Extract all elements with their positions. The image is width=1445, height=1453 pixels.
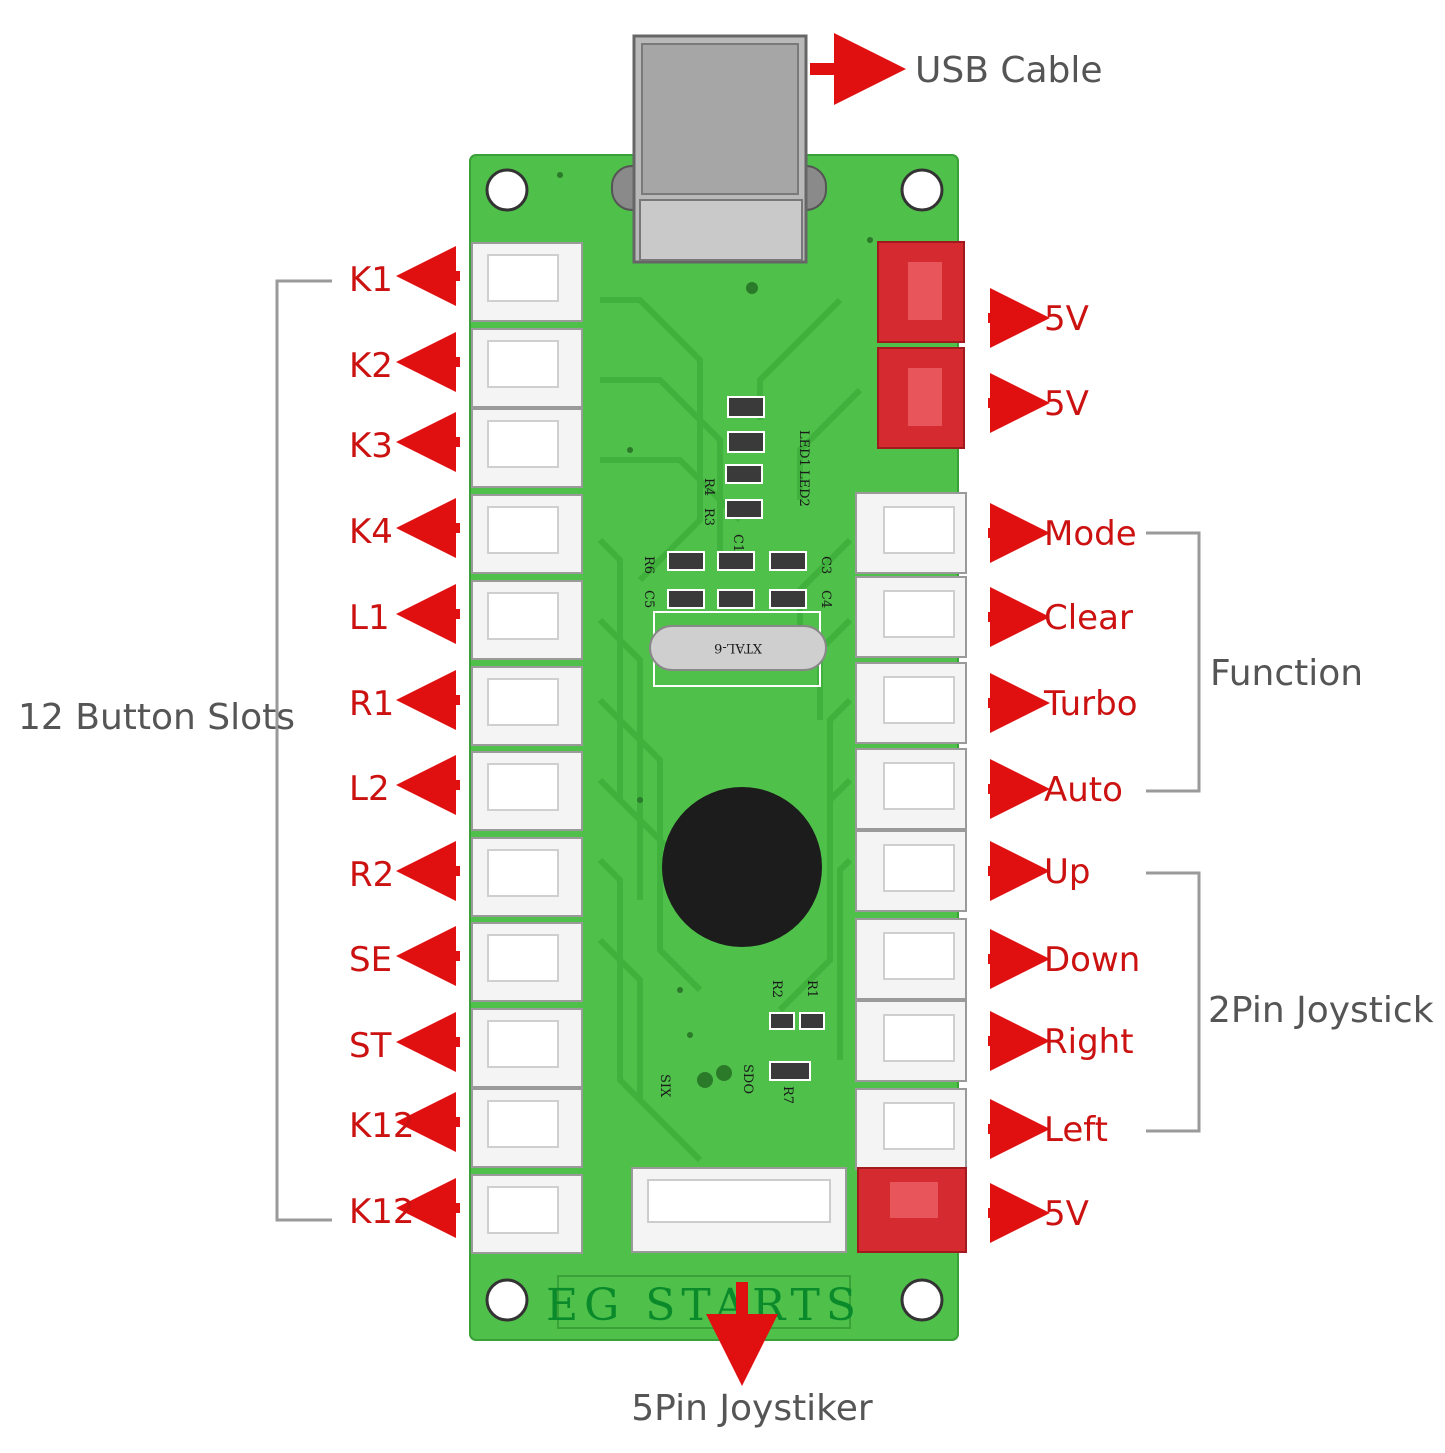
crystal-label: XTAL-6 (714, 640, 762, 655)
function-connector (855, 918, 967, 1000)
port-label-st: ST (349, 1026, 392, 1066)
button-slot-connector (471, 580, 583, 660)
mount-hole-icon (485, 168, 529, 212)
silk-c5: C5 (641, 590, 656, 608)
function-connector (855, 1088, 967, 1170)
port-label-k2: K2 (349, 346, 393, 386)
button-slot-connector (471, 242, 583, 322)
power-label-5v-bottom: 5V (1044, 1194, 1089, 1234)
silk-r3: R3 (701, 508, 716, 526)
silk-led2: LED2 (796, 470, 811, 507)
five-pin-label: 5Pin Joystiker (631, 1388, 873, 1429)
button-slot-connector (471, 494, 583, 574)
port-label-k1: K1 (349, 260, 393, 300)
function-label: Function (1210, 653, 1363, 694)
usb-cable-label: USB Cable (915, 50, 1103, 91)
function-connector (855, 1000, 967, 1082)
group-brackets (275, 279, 1201, 1222)
port-label-r2: R2 (349, 855, 394, 895)
power-label-5v: 5V (1044, 384, 1089, 424)
power-connectors (857, 241, 967, 1253)
port-label-k12: K12 (349, 1106, 415, 1146)
port-label-r1: R1 (349, 684, 394, 724)
silk-six: SIX (657, 1074, 672, 1098)
silk-led1: LED1 (796, 430, 811, 467)
button-slot-connector (471, 408, 583, 488)
silk-c4: C4 (818, 590, 833, 608)
port-label-right: Right (1044, 1022, 1134, 1062)
five-pin-connector (631, 1167, 847, 1253)
port-label-l2: L2 (349, 769, 390, 809)
button-slot-connector (471, 751, 583, 831)
button-slot-connector (471, 1174, 583, 1254)
mount-hole-icon (900, 1278, 944, 1322)
button-slot-connector (471, 837, 583, 917)
function-connector (855, 662, 967, 744)
function-connector (855, 748, 967, 830)
silk-c1: C1 (730, 534, 745, 552)
button-slots-label: 12 Button Slots (18, 697, 295, 738)
brand-silkscreen: EG STARTS (546, 1280, 862, 1331)
silk-r6: R6 (641, 556, 656, 574)
port-label-se: SE (349, 940, 392, 980)
port-label-k12: K12 (349, 1192, 415, 1232)
button-slot-connectors (471, 242, 583, 1254)
power-label-5v: 5V (1044, 299, 1089, 339)
port-label-turbo: Turbo (1043, 684, 1138, 724)
silk-r2: R2 (769, 980, 784, 998)
buzzer-icon (662, 787, 822, 947)
silk-r1: R1 (804, 980, 819, 998)
port-label-k4: K4 (349, 512, 393, 552)
port-label-mode: Mode (1044, 514, 1137, 554)
function-connector (855, 576, 967, 658)
port-label-l1: L1 (349, 598, 390, 638)
button-slot-connector (471, 666, 583, 746)
port-label-up: Up (1044, 852, 1090, 892)
crystal-oscillator: XTAL-6 (649, 611, 827, 687)
silk-r4: R4 (701, 478, 716, 496)
silk-c3: C3 (818, 556, 833, 574)
port-label-left: Left (1044, 1110, 1108, 1150)
silk-r7: R7 (780, 1086, 795, 1104)
button-slot-connector (471, 922, 583, 1002)
function-joystick-connectors (855, 492, 967, 1170)
function-connector (855, 492, 967, 574)
port-label-auto: Auto (1044, 770, 1123, 810)
usb-connector (611, 34, 827, 264)
pcb-board: XTAL-6 LED1 LED2 R4 R3 C1 C3 C4 R6 C5 R2… (469, 154, 959, 1341)
port-label-k3: K3 (349, 426, 393, 466)
port-label-clear: Clear (1044, 598, 1133, 638)
mount-hole-icon (485, 1278, 529, 1322)
button-slot-connector (471, 328, 583, 408)
port-label-down: Down (1044, 940, 1140, 980)
silk-sdo: SDO (740, 1064, 755, 1094)
joystick-label: 2Pin Joystick (1208, 990, 1434, 1031)
button-slot-connector (471, 1008, 583, 1088)
button-slot-connector (471, 1088, 583, 1168)
function-connector (855, 830, 967, 912)
mount-hole-icon (900, 168, 944, 212)
